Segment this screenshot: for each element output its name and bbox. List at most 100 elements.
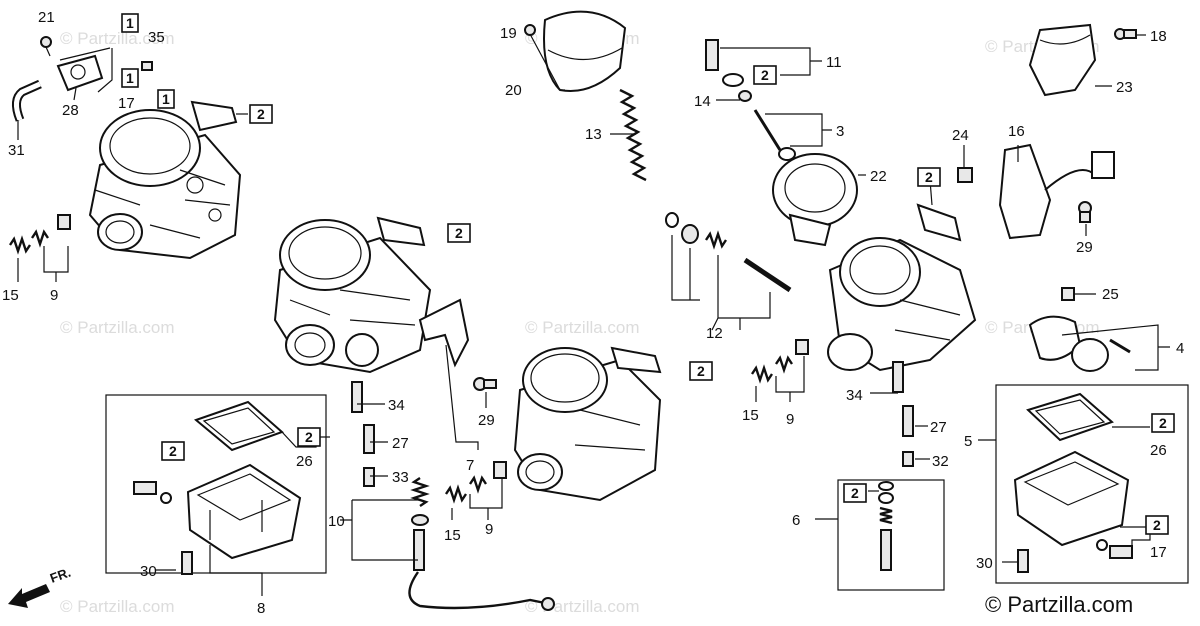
callout-7: 7	[466, 457, 474, 474]
callout-17-right: 17	[1150, 544, 1167, 561]
callout-box-1b	[121, 68, 139, 88]
part-10-cable	[408, 477, 555, 611]
callout-34-right: 34	[846, 387, 863, 404]
watermark: © Partzilla.com	[525, 318, 640, 337]
part-34-screw	[351, 381, 363, 413]
part-29-bolt-right	[1078, 201, 1092, 223]
part-30-screw-left	[181, 551, 193, 575]
direction-label: FR.	[48, 565, 73, 586]
callout-2-right: 2	[925, 169, 933, 185]
part-7-bracket	[418, 298, 470, 368]
kit-6-frame	[837, 479, 945, 591]
part-11-needle-holder	[705, 39, 744, 87]
kit-6-parts	[878, 481, 894, 571]
part-15-spring-right	[751, 364, 773, 384]
callout-box-2-mid	[447, 223, 471, 243]
callout-2-top: 2	[257, 106, 265, 122]
part-9-jets-mid	[469, 461, 507, 494]
carburetor-rear-right	[513, 347, 662, 502]
callout-1a: 1	[126, 15, 134, 31]
float-bowl-right	[1013, 450, 1130, 547]
part-26-gasket-right	[1026, 392, 1114, 442]
callout-26-left: 26	[296, 453, 313, 470]
callout-box-2-right	[917, 167, 941, 187]
callout-18: 18	[1150, 28, 1167, 45]
callout-2-26-right: 2	[1159, 415, 1167, 431]
callout-9-right: 9	[786, 411, 794, 428]
callout-15-right: 15	[742, 407, 759, 424]
part-27-screw-right	[902, 405, 914, 437]
callout-box-2-kit6a	[843, 483, 867, 503]
part-9-jets-right	[775, 339, 809, 374]
callout-9-mid: 9	[485, 521, 493, 538]
kit-5-frame	[995, 384, 1189, 584]
carburetor-front-left	[88, 109, 242, 260]
watermark: © Partzilla.com	[60, 597, 175, 616]
callout-24: 24	[952, 127, 969, 144]
callout-33: 33	[392, 469, 409, 486]
callout-34: 34	[388, 397, 405, 414]
float-bowl-left	[186, 463, 302, 560]
callout-3: 3	[836, 123, 844, 140]
callout-22: 22	[870, 168, 887, 185]
callout-30-left: 30	[140, 563, 157, 580]
callout-10: 10	[328, 513, 345, 530]
part-29-bolt-mid	[473, 377, 497, 391]
part-21-screw	[40, 36, 52, 57]
callout-8: 8	[257, 600, 265, 617]
callout-2-17: 2	[1153, 517, 1161, 533]
part-24-cap	[957, 167, 973, 183]
part-20-top-cover	[543, 10, 627, 92]
part-15-spring-left	[9, 235, 31, 255]
callout-20: 20	[505, 82, 522, 99]
callout-13: 13	[585, 126, 602, 143]
part-32-plug	[902, 451, 914, 467]
callout-1b: 1	[126, 70, 134, 86]
part-16-sensor	[998, 143, 1115, 240]
callout-5: 5	[964, 433, 972, 450]
callout-box-2-11	[753, 65, 777, 85]
part-9-jets-left	[31, 214, 71, 248]
callout-16: 16	[1008, 123, 1025, 140]
copyright-text: © Partzilla.com	[985, 592, 1133, 617]
callout-27: 27	[392, 435, 409, 452]
callout-29-mid: 29	[478, 412, 495, 429]
callout-box-2-26	[297, 427, 321, 447]
watermark: © Partzilla.com	[60, 29, 175, 48]
callout-14: 14	[694, 93, 711, 110]
part-28-sensor	[56, 54, 104, 92]
callout-28: 28	[62, 102, 79, 119]
part-25-clip	[1061, 287, 1075, 301]
callout-box-2-center	[689, 361, 713, 381]
callout-box-2-top	[249, 104, 273, 124]
callout-2-kit6a: 2	[851, 485, 859, 501]
part-33-plug	[363, 467, 375, 487]
callout-27-right: 27	[930, 419, 947, 436]
callout-15-mid: 15	[444, 527, 461, 544]
part-26-gasket-left	[193, 400, 284, 452]
part-2-gasket-top	[190, 100, 238, 132]
part-23-boot	[1028, 23, 1097, 97]
carburetor-rear-left	[273, 219, 432, 374]
leader-lines	[17, 33, 1170, 596]
callout-box-2-26-right	[1151, 413, 1175, 433]
part-2-gasket-right	[916, 203, 962, 242]
part-4-choke	[1028, 315, 1131, 372]
callout-box-1c	[157, 89, 175, 109]
part-17-screw-right	[1096, 539, 1133, 559]
part-27-screw	[363, 424, 375, 454]
drain-screw-left	[133, 481, 172, 504]
callout-19: 19	[500, 25, 517, 42]
callout-2-center: 2	[697, 363, 705, 379]
part-2-gasket-center	[610, 346, 662, 374]
callout-30-right: 30	[976, 555, 993, 572]
part-2-gasket-mid	[376, 216, 426, 247]
part-13-spring	[619, 88, 647, 182]
callout-2-11: 2	[761, 67, 769, 83]
part-18-screw	[1114, 28, 1137, 40]
callout-9-left: 9	[50, 287, 58, 304]
part-3-needle	[738, 90, 796, 161]
part-22-diaphragm	[772, 153, 858, 247]
